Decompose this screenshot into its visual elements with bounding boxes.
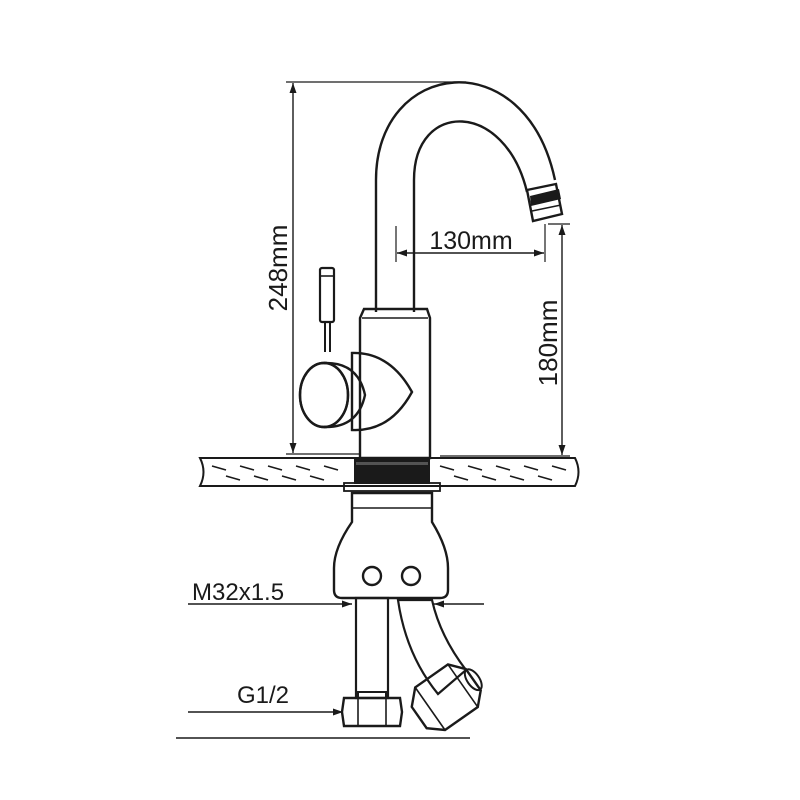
spout xyxy=(374,81,564,312)
countertop xyxy=(198,457,580,492)
dim-spout-height: 180mm xyxy=(440,223,570,457)
dim-total-height: 248mm xyxy=(263,81,466,455)
bent-hose-nut xyxy=(410,663,483,732)
dim-spout-reach: 130mm xyxy=(395,224,546,262)
hose-straight xyxy=(354,596,390,700)
label-total-height: 248mm xyxy=(263,225,293,312)
mount-hole-left xyxy=(361,565,383,587)
label-spout-reach: 130mm xyxy=(429,227,512,255)
g12-fitting xyxy=(340,691,404,728)
callout-mount-thread: M32x1.5 xyxy=(188,579,484,608)
aerator-nozzle xyxy=(525,182,564,223)
shank-housing xyxy=(332,491,450,600)
lever-rod xyxy=(318,266,336,352)
handle xyxy=(298,266,414,432)
label-spout-height: 180mm xyxy=(533,300,563,387)
faucet-body xyxy=(358,307,432,460)
label-mount-thread: M32x1.5 xyxy=(192,579,284,606)
mount-ring xyxy=(354,458,430,484)
handle-cone xyxy=(350,351,414,432)
mount-hole-right xyxy=(400,565,422,587)
countertop-hatching xyxy=(211,465,567,481)
callout-inlet-thread: G1/2 xyxy=(176,682,470,739)
hose-bent xyxy=(396,598,468,696)
label-inlet-thread: G1/2 xyxy=(237,682,289,709)
